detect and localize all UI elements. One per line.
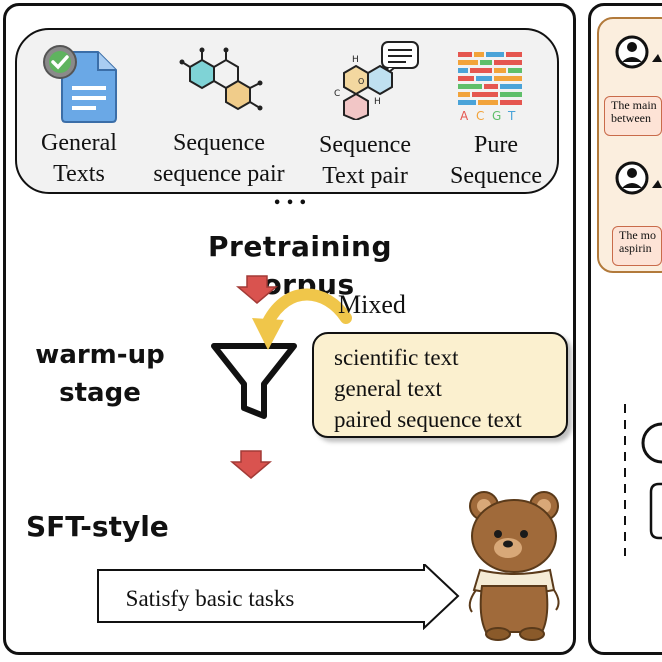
right-panel (588, 3, 662, 655)
svg-text:A: A (460, 109, 469, 122)
warmup-label-line2: stage (59, 378, 141, 408)
ellipsis: • • • (273, 196, 307, 211)
curved-arrow-icon (252, 288, 352, 350)
corpus-item-label-line2: sequence pair (153, 161, 285, 187)
corpus-item-sequence-text-pair: Sequence Text pair (300, 130, 430, 192)
svg-text:O: O (358, 77, 364, 86)
molecule-pair-icon (179, 47, 263, 111)
user-avatar-icon (615, 35, 662, 69)
chat-bubble: The main between (604, 96, 662, 136)
funnel-icon (211, 343, 297, 419)
warmup-stage-label: warm-up stage (20, 336, 180, 412)
chat-bubble: The mo aspirin (612, 226, 662, 266)
sft-style-label: SFT-style (26, 510, 169, 543)
corpus-item-label-line1: General (41, 130, 117, 156)
mixed-data-box: scientific text general text paired sequ… (312, 332, 568, 438)
corpus-item-label-line2: Texts (53, 161, 105, 187)
corpus-item-sequence-pair: Sequence sequence pair (142, 128, 296, 190)
mixed-label: Mixed (338, 290, 406, 319)
svg-text:C: C (476, 109, 484, 122)
mixed-item-scientific: scientific text (334, 345, 459, 370)
down-arrow-icon (230, 450, 272, 479)
dna-sequence-icon: A C G T (458, 52, 522, 122)
chat-bubble-line2: aspirin (619, 241, 652, 255)
chat-bubble-line1: The main (611, 98, 657, 112)
molecule-chat-icon: H C H O (334, 41, 419, 120)
right-panel-partial-graphics (624, 404, 662, 556)
sft-arrow-text: Satisfy basic tasks (125, 586, 295, 611)
svg-text:G: G (492, 109, 501, 122)
corpus-item-pure-sequence: Pure Sequence (436, 130, 556, 192)
chat-bubble-line1: The mo (619, 228, 656, 242)
corpus-item-label-line1: Sequence (319, 132, 411, 158)
corpus-item-label-line1: Sequence (173, 130, 265, 156)
svg-text:C: C (334, 89, 340, 99)
corpus-item-label-line2: Text pair (322, 163, 408, 189)
document-check-icon (43, 45, 117, 123)
corpus-item-general-texts: General Texts (20, 128, 138, 190)
corpus-item-label-line2: Sequence (450, 163, 542, 189)
warmup-label-line1: warm-up (35, 340, 165, 370)
svg-text:H: H (352, 55, 359, 65)
user-avatar-icon (615, 161, 662, 195)
corpus-item-label-line1: Pure (474, 132, 518, 158)
svg-text:T: T (507, 109, 516, 122)
svg-text:H: H (374, 97, 381, 107)
down-arrow-icon (236, 275, 278, 304)
big-right-arrow (97, 564, 460, 630)
bear-mascot-icon (468, 491, 560, 641)
mixed-item-general: general text (334, 376, 442, 401)
mixed-item-paired: paired sequence text (334, 407, 522, 432)
chat-bubble-line2: between (611, 111, 651, 125)
